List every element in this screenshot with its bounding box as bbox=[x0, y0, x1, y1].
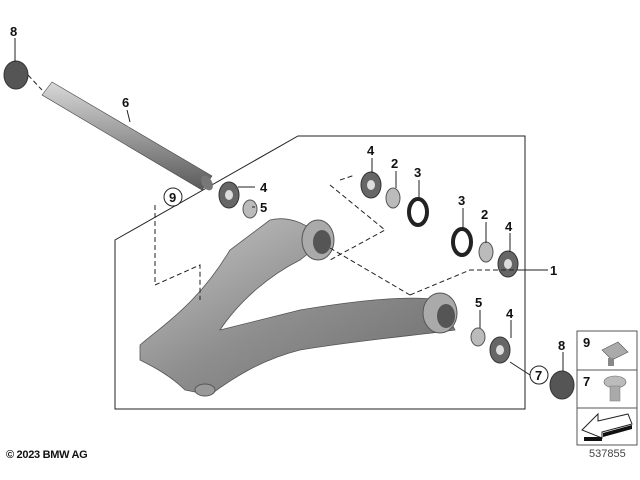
axle-shaft bbox=[41, 81, 213, 191]
callout-4: 4 bbox=[260, 180, 268, 195]
callout-5: 5 bbox=[260, 200, 267, 215]
callout-3: 3 bbox=[458, 193, 465, 208]
cap-8-left bbox=[3, 60, 29, 90]
callout-3: 3 bbox=[414, 165, 421, 180]
legend-number-9: 9 bbox=[583, 335, 590, 350]
spacer-2-upper bbox=[385, 187, 401, 209]
copyright-text: © 2023 BMW AG bbox=[6, 449, 88, 461]
callout-4: 4 bbox=[367, 143, 375, 158]
flange-bolt-icon bbox=[603, 375, 627, 402]
callout-9-circle bbox=[163, 187, 183, 207]
callout-1: 1 bbox=[550, 263, 557, 278]
callout-2: 2 bbox=[391, 156, 398, 171]
callout-4: 4 bbox=[505, 219, 513, 234]
swing-arm bbox=[139, 218, 458, 397]
callout-2: 2 bbox=[481, 207, 488, 222]
spacer-5-left bbox=[242, 199, 258, 219]
callout-5: 5 bbox=[475, 295, 482, 310]
callout-6: 6 bbox=[122, 95, 129, 110]
legend-box: 9 7 bbox=[576, 330, 638, 446]
callout-4: 4 bbox=[506, 306, 514, 321]
spacer-2-lower bbox=[478, 241, 494, 263]
callout-7-circle bbox=[529, 365, 549, 385]
callout-8: 8 bbox=[10, 24, 17, 39]
cap-8-right bbox=[549, 370, 575, 400]
callout-7: 7 bbox=[535, 368, 542, 383]
callout-9: 9 bbox=[169, 190, 176, 205]
spacer-5-right bbox=[470, 327, 486, 347]
assembly-frame bbox=[114, 135, 526, 410]
legend-number-7: 7 bbox=[583, 374, 590, 389]
clip-nut-icon bbox=[601, 341, 629, 366]
seal-3-lower bbox=[451, 227, 473, 257]
diagram-id: 537855 bbox=[589, 448, 626, 460]
seal-3-upper bbox=[407, 197, 429, 227]
arrow-symbol-icon bbox=[581, 412, 633, 441]
callout-8: 8 bbox=[558, 338, 565, 353]
